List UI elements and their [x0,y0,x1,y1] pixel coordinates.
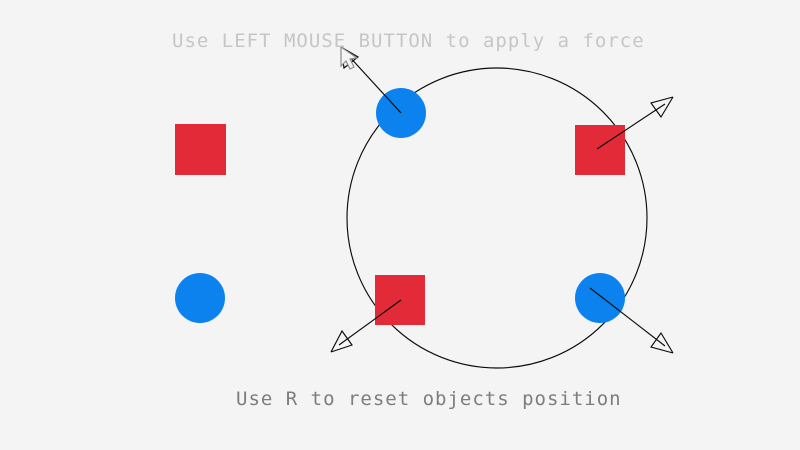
orbit-path-circle [346,67,648,369]
force-shaft [596,103,666,150]
force-shaft [589,287,666,347]
force-shaft [346,53,402,114]
body-circle-bottom-right[interactable] [575,273,625,323]
force-vector-square-top-right [596,96,674,150]
hint-text-reset-objects: Use R to reset objects position [236,388,622,410]
body-square-bottom-center[interactable] [375,275,425,325]
body-square-top-right[interactable] [575,125,625,175]
force-vector-circle-bottom-right [589,287,674,354]
force-shaft [338,299,402,346]
body-square-left[interactable] [175,124,226,175]
force-vector-square-bottom-center [330,299,402,353]
mouse-cursor-icon [340,45,359,70]
body-circle-bottom-left[interactable] [175,273,225,323]
force-arrowhead [650,96,674,119]
hint-text-apply-force: Use LEFT MOUSE BUTTON to apply a force [172,30,645,52]
force-arrowhead [330,329,353,353]
force-arrowhead [650,331,674,354]
